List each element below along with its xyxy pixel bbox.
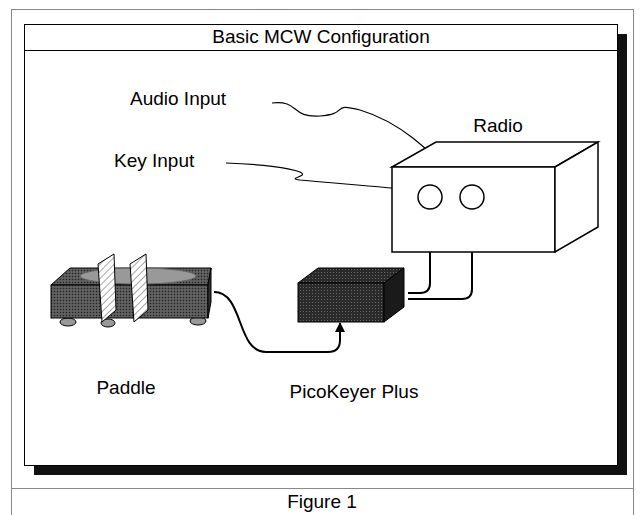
- node-label: Radio: [473, 115, 523, 137]
- diagram-title: Basic MCW Configuration: [212, 26, 430, 48]
- port-label: Key Input: [114, 150, 194, 172]
- leader-line: [226, 163, 417, 191]
- figure-caption: Figure 1: [287, 491, 357, 513]
- node-label: Paddle: [96, 377, 155, 399]
- port-label: Audio Input: [130, 88, 226, 110]
- keyer-box: PicoKeyer Plus: [296, 265, 408, 325]
- node-label: PicoKeyer Plus: [290, 381, 419, 403]
- paddle: Paddle: [48, 252, 214, 330]
- paddle-drawing: [48, 252, 214, 330]
- radio-box: Radio: [388, 112, 602, 254]
- keyer-box-drawing: [296, 265, 408, 325]
